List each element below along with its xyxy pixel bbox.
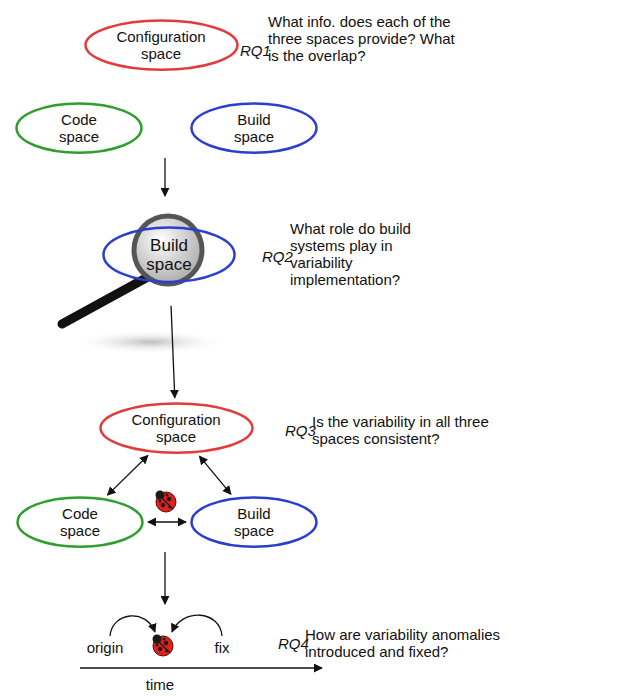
ellipse-shape [104,228,235,282]
connector-arrow [148,521,186,522]
timeline-label: origin [87,639,124,656]
ellipse-shape [85,20,237,69]
space-ellipse: Code space [16,496,144,548]
ellipse-shape [17,103,142,152]
space-ellipse: Code space [15,102,143,154]
question-id: RQ1 [240,42,271,59]
ellipse-shape [192,103,317,152]
timeline-label: fix [215,639,230,656]
question-id: RQ4 [278,635,309,652]
ellipse-shape [100,403,252,452]
node-label: Configuration space [121,411,231,445]
ellipse-shape [18,497,143,546]
space-ellipse: Build space [190,496,318,548]
node-label: Build space [224,505,284,539]
question-text: How are variability anomalies introduced… [305,626,505,660]
question-id: RQ2 [262,248,293,265]
stage-arrow [164,158,165,196]
node-label: Build space [136,236,202,274]
question-text: Is the variability in all three spaces c… [312,413,512,447]
question-id: RQ3 [285,422,316,439]
ellipse-shape [192,497,317,546]
connector-arrow [107,455,147,495]
connector-arrow [171,306,175,398]
node-label: Code space [49,111,109,145]
ladybug-icon [153,635,174,657]
question-text: What info. does each of the three spaces… [268,13,468,64]
fix-arc [172,615,222,636]
time-axis [80,667,322,668]
magnifier-glass [134,216,202,284]
connector-arrow [199,456,231,494]
magnifier-shadow [72,330,228,354]
space-ellipse: Configuration space [99,402,254,454]
space-ellipse: Build space [102,226,236,283]
stage-arrow [164,552,165,604]
magnifier-handle [62,278,146,324]
question-text: What role do build systems play in varia… [290,220,440,288]
node-label: Code space [50,505,110,539]
origin-arc [110,616,155,636]
node-label: Build space [224,111,284,145]
space-ellipse: Build space [190,102,318,154]
timeline-label: time [146,676,174,693]
ladybug-icon [156,491,177,513]
node-label: Configuration space [106,28,216,62]
space-ellipse: Configuration space [84,19,239,71]
